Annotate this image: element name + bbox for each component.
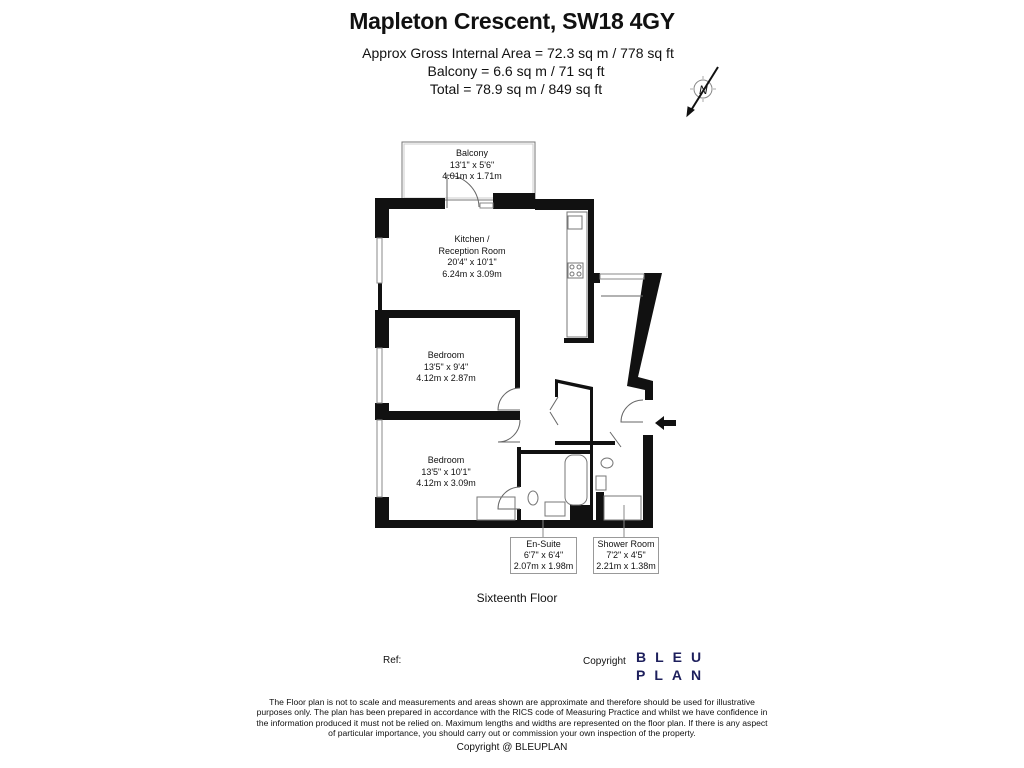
north-compass-icon: N [686, 66, 719, 118]
disclaimer-line: The Floor plan is not to scale and measu… [269, 697, 755, 707]
svg-text:N: N [699, 83, 708, 97]
total-area: Total = 78.9 sq m / 849 sq ft [429, 81, 603, 97]
room-name: Bedroom [427, 350, 465, 360]
floor-label: Sixteenth Floor [476, 591, 558, 605]
fixtures [476, 211, 642, 521]
room-imperial: 7'2" x 4'5" [606, 550, 646, 560]
balcony-outline [401, 141, 536, 201]
balcony-label: Balcony 13'1" x 5'6" 4.01m x 1.71m [442, 148, 502, 183]
walls [375, 193, 662, 528]
room-metric: 2.07m x 1.98m [513, 561, 574, 571]
copyright-label: Copyright [583, 656, 626, 667]
gross-area: Approx Gross Internal Area = 72.3 sq m /… [362, 45, 674, 61]
bleuplan-logo: BLEU PLAN [636, 648, 710, 684]
room-imperial: 20'4" x 10'1" [447, 257, 497, 267]
entrance-arrow-icon [655, 416, 676, 430]
page-title: Mapleton Crescent, SW18 4GY [349, 8, 675, 34]
room-name: Kitchen / [454, 234, 490, 244]
copyright-line: Copyright @ BLEUPLAN [456, 742, 568, 753]
room-name: Reception Room [438, 245, 506, 256]
room-imperial: 13'5" x 10'1" [421, 466, 471, 477]
room-metric: 4.12m x 2.87m [416, 373, 476, 383]
room-imperial: 13'5" x 9'4" [423, 361, 469, 372]
disclaimer: The Floor plan is not to scale and measu… [256, 697, 767, 738]
room-imperial: 6'7" x 6'4" [523, 550, 564, 560]
room-metric: 2.21m x 1.38m [596, 561, 656, 571]
room-name: Bedroom [427, 455, 465, 465]
room-name: Shower Room [597, 539, 655, 549]
room-metric: 4.01m x 1.71m [442, 171, 502, 181]
bedroom2-label: Bedroom 13'5" x 10'1" 4.12m x 3.09m [416, 455, 476, 490]
kitchen-label: Kitchen / Reception Room 20'4" x 10'1" 6… [438, 234, 505, 280]
disclaimer-line: purposes only. The plan has been prepare… [256, 707, 768, 718]
ensuite-label: En-Suite 6'7" x 6'4" 2.07m x 1.98m [510, 537, 577, 574]
room-name: En-Suite [526, 539, 561, 549]
bedroom1-label: Bedroom 13'5" x 9'4" 4.12m x 2.87m [416, 350, 476, 385]
room-imperial: 13'1" x 5'6" [449, 159, 495, 170]
logo-line1: BLEU [636, 649, 711, 665]
room-name: Balcony [455, 148, 489, 158]
windows [376, 202, 645, 498]
disclaimer-line: of particular importance, you should car… [328, 727, 696, 738]
balcony-area: Balcony = 6.6 sq m / 71 sq ft [427, 63, 605, 79]
doors [446, 174, 644, 510]
logo-line2: PLAN [636, 667, 711, 683]
disclaimer-line: the information produced it must not be … [256, 717, 768, 728]
shower-room-label: Shower Room 7'2" x 4'5" 2.21m x 1.38m [593, 537, 659, 574]
room-metric: 4.12m x 3.09m [416, 478, 476, 488]
ref-label: Ref: [383, 655, 402, 666]
room-metric: 6.24m x 3.09m [442, 268, 502, 279]
